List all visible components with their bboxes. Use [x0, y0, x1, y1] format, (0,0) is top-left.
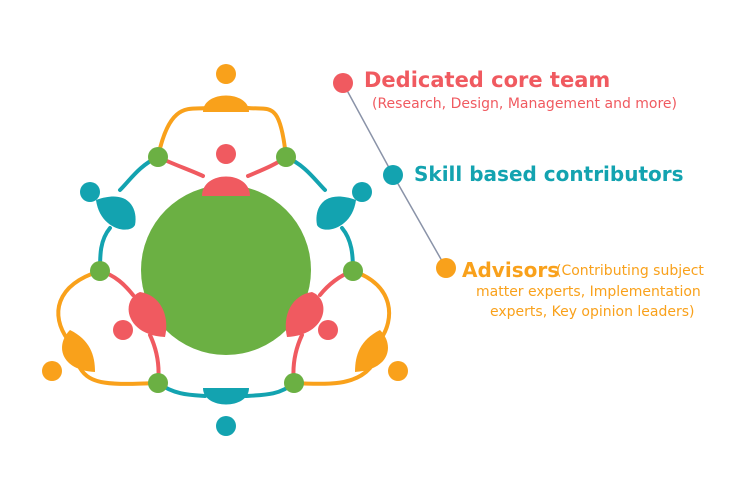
- core-figure-right: [285, 292, 338, 340]
- junction-node: [276, 147, 296, 167]
- legend-advisor-subtitle-line3: experts, Key opinion leaders): [490, 304, 695, 320]
- advisor-figures: [42, 64, 408, 381]
- skill-figure-left: [80, 182, 136, 230]
- legend-advisor-subtitle-line1: (Contributing subject: [556, 263, 704, 279]
- advisor-figure-right: [355, 330, 408, 381]
- legend-advisor-title: Advisors: [462, 258, 560, 282]
- junction-nodes: [90, 147, 363, 393]
- junction-node: [148, 373, 168, 393]
- junction-node: [90, 261, 110, 281]
- advisor-figure-top: [203, 64, 249, 112]
- core-figure-left: [113, 292, 167, 340]
- core-figure-top: [202, 144, 250, 196]
- junction-node: [343, 261, 363, 281]
- advisor-loops: [56, 106, 392, 386]
- legend-skill-title: Skill based contributors: [414, 162, 684, 186]
- legend-core-subtitle: (Research, Design, Management and more): [372, 96, 678, 112]
- legend-marker-advisor: [436, 258, 456, 278]
- legend-advisor-subtitle-line2: matter experts, Implementation: [476, 284, 701, 300]
- junction-node: [148, 147, 168, 167]
- skill-figures: [80, 182, 372, 436]
- core-figures: [113, 144, 338, 340]
- legend-core-title: Dedicated core team: [364, 68, 611, 92]
- legend-marker-core: [333, 73, 353, 93]
- center-circle: [141, 185, 311, 355]
- legend-marker-skill: [383, 165, 403, 185]
- junction-node: [284, 373, 304, 393]
- skill-figure-bottom: [203, 388, 249, 436]
- skill-figure-right: [316, 182, 372, 230]
- advisor-figure-left: [42, 330, 95, 381]
